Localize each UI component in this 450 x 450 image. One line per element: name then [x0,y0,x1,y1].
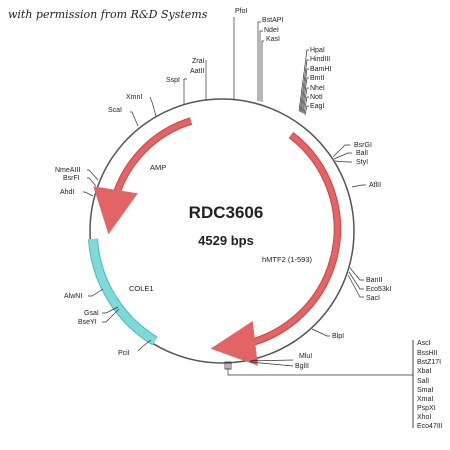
bseyi-leader [102,308,120,323]
site-banii: BanII [366,277,382,284]
mcs-leader [227,340,414,428]
gsai-leader [102,306,119,314]
site-eco47iii: Eco47III [417,423,443,430]
blpi-leader [311,328,330,337]
bamhi-leader [300,68,309,113]
banii-leader [349,267,364,281]
scai-leader [130,111,139,127]
bmti-leader [301,77,309,114]
saci-leader [347,274,364,298]
site-styi: StyI [356,159,368,166]
site-smai: SmaI [417,387,433,394]
bsrgi-leader [332,144,350,158]
site-xbai: XbaI [417,368,431,375]
site-xmai: XmaI [417,396,433,403]
site-asci: AscI [417,340,431,347]
site-blpi: BlpI [332,333,344,340]
styi-leader [334,160,352,163]
eagi-leader [304,105,309,116]
credit-text: with permission from R&D Systems [8,8,208,21]
site-gsai: GsaI [84,310,99,317]
aflii-leader [351,184,366,188]
site-pfoi: PfoI [235,8,248,15]
bstapi-leader [257,21,261,101]
site-saci: SacI [366,295,380,302]
site-zrai: ZraI [192,58,205,65]
amp-arrow-fill [109,118,192,213]
site-scai: ScaI [108,107,122,114]
site-nmeaiii: NmeAIII [55,167,80,174]
site-bsrgi: BsrGI [354,142,372,149]
nmeaiii-leader [87,169,99,181]
site-bseyi: BseYI [78,319,97,326]
plasmid-name: RDC3606 [189,203,264,222]
site-bstapi: BstAPI [262,17,283,24]
site-bstz17i: BstZ17I [417,359,441,366]
site-sspi: SspI [166,77,180,84]
site-bmti: BmtI [310,75,324,82]
site-aflii: AflII [369,182,381,189]
site-pcii: PciI [118,350,130,357]
mlui-bglii-link [249,359,294,367]
site-bamhi: BamHI [310,66,331,73]
mcs-marker-lines [226,362,230,369]
site-xmni: XmnI [126,94,142,101]
site-ndei: NdeI [264,27,279,34]
site-ahdi: AhdI [60,189,74,196]
cole1-arc-fill [89,238,158,345]
mcs-site-list: AscI BssHII BstZ17I XbaI SalI SmaI XmaI … [417,340,443,430]
site-sali: SalI [417,378,429,385]
noti-leader [303,96,309,115]
hmtf2-label: hMTF2 (1-593) [262,255,313,264]
ahdi-leader [83,191,94,197]
alwni-leader [88,288,104,297]
hindiii-leader [299,59,309,113]
site-alwni: AlwNI [64,293,82,300]
hmtf2-arrow-fill [232,132,341,349]
site-bsshii: BssHII [417,350,438,357]
site-nhei: NheI [310,85,325,92]
site-mlui: MluI [299,353,312,360]
site-bsrfi: BsrFI [63,175,80,182]
site-pspxi: PspXI [417,405,436,412]
xmni-leader [149,96,157,117]
site-kasi: KasI [266,36,280,43]
site-noti: NotI [310,94,323,101]
nhei-leader [302,87,309,114]
site-hpai: HpaI [310,47,325,54]
hpai-leader [298,49,309,112]
bsrfi-leader [87,177,97,187]
site-aatii: AatII [190,68,204,75]
site-eagi: EagI [310,103,324,110]
plasmid-size: 4529 bps [198,233,254,248]
kasi-leader [261,40,264,102]
eco53ki-leader [348,271,364,290]
sspi-leader [183,78,187,104]
cole1-label: COLE1 [129,284,154,293]
site-eco53ki: Eco53kI [366,286,391,293]
amp-label: AMP [150,163,166,172]
ndei-leader [259,30,263,101]
pcii-leader [137,339,152,352]
site-xhoi: XhoI [417,414,431,421]
site-hindiii: HindIII [310,56,330,63]
bali-leader [333,152,352,160]
site-bali: BalI [356,150,368,157]
site-bglii: BglII [295,363,309,370]
